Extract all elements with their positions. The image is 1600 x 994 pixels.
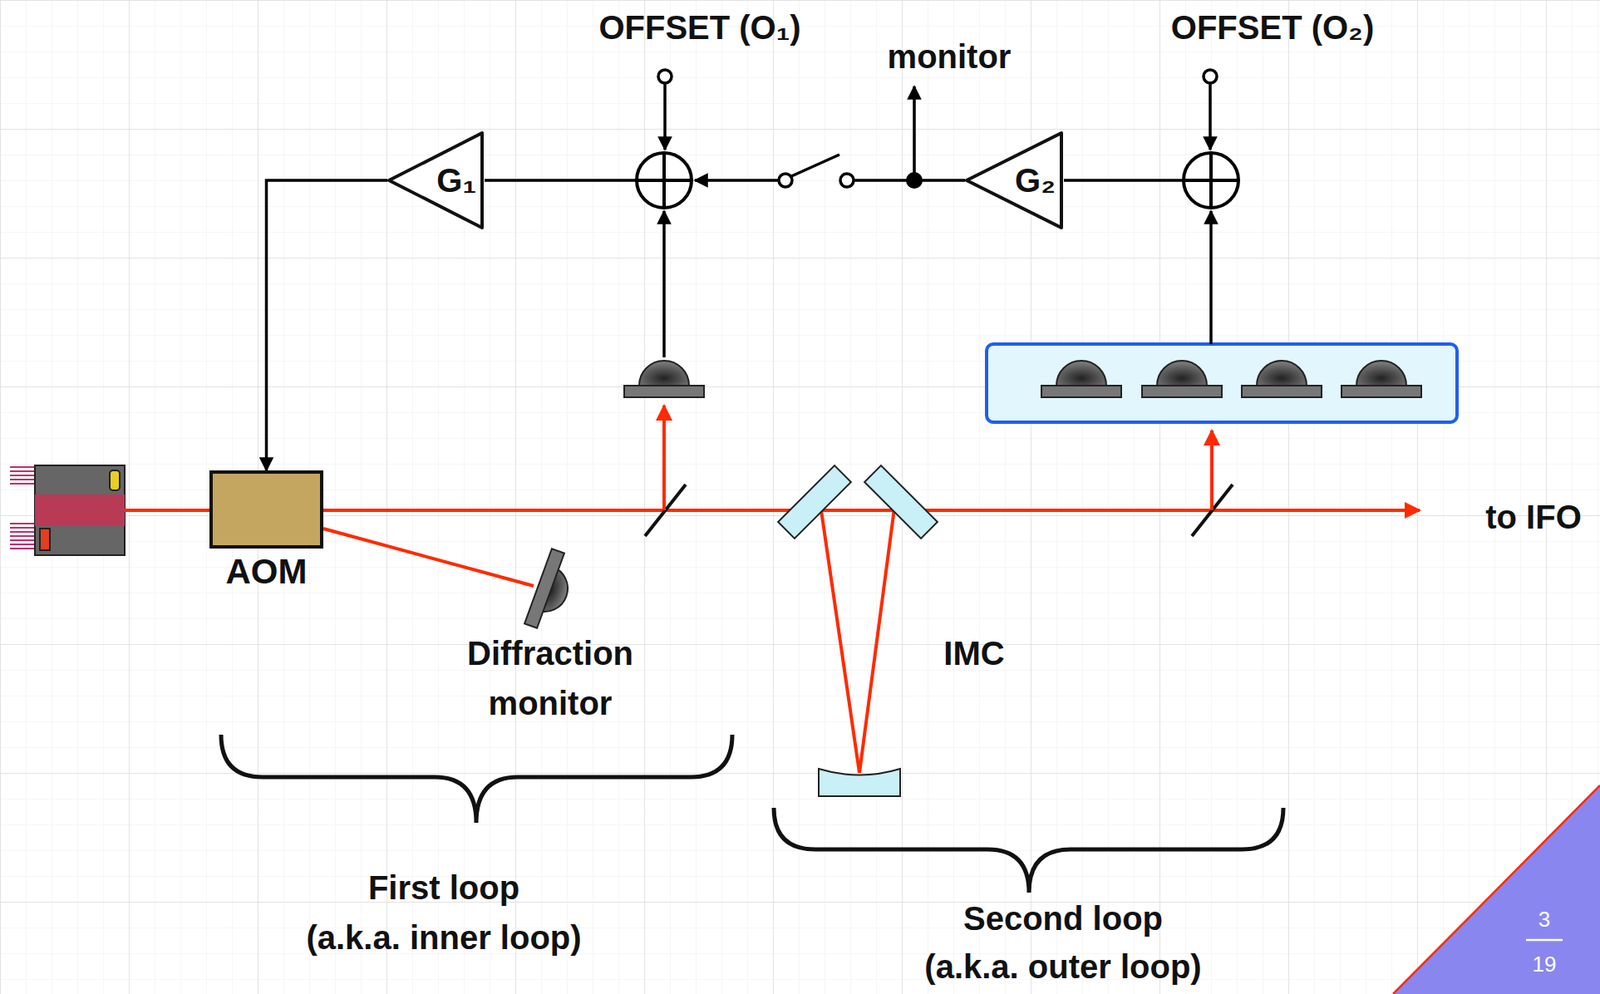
annotation-label: Diffraction monitor bbox=[425, 628, 675, 729]
switch bbox=[778, 154, 854, 188]
signal-wire bbox=[1209, 211, 1213, 345]
fraction-bar bbox=[1526, 939, 1563, 942]
gain-label: G₂ bbox=[1014, 162, 1064, 200]
diffracted-beam bbox=[323, 528, 534, 586]
gain-amplifier: G₁ bbox=[387, 130, 485, 231]
node-label: AOM bbox=[226, 551, 308, 592]
photodiode bbox=[624, 360, 704, 398]
annotation-label: to IFO bbox=[1485, 492, 1582, 542]
signal-wire bbox=[484, 86, 1184, 181]
annotation-label: (a.k.a. outer loop) bbox=[924, 941, 1202, 992]
annotation-label: OFFSET (O₂) bbox=[1171, 2, 1374, 53]
aom-modulator: AOM bbox=[209, 470, 324, 549]
pickoff-beam bbox=[1210, 430, 1214, 511]
imc-cavity bbox=[777, 465, 938, 797]
annotation-label: Second loop bbox=[963, 893, 1163, 944]
aom-box bbox=[209, 470, 324, 549]
gain-label: G₁ bbox=[436, 162, 485, 200]
summing-junction bbox=[636, 152, 1239, 208]
offset-input bbox=[658, 69, 1217, 150]
page-number: 3 bbox=[1538, 903, 1551, 936]
bracket bbox=[221, 734, 733, 823]
annotation-label: OFFSET (O₁) bbox=[598, 2, 801, 53]
photodiode-array bbox=[986, 344, 1458, 423]
photodiodes bbox=[1041, 360, 1422, 398]
annotation-label: (a.k.a. inner loop) bbox=[305, 912, 581, 963]
page-corner bbox=[1393, 785, 1600, 994]
diffraction-photodiode bbox=[524, 548, 581, 635]
junction-dot bbox=[905, 172, 923, 189]
gain-amplifier: G₂ bbox=[964, 130, 1064, 231]
signal-wire bbox=[662, 211, 666, 358]
control-wire bbox=[266, 180, 389, 471]
page-number: 19 bbox=[1532, 948, 1557, 981]
laser-source bbox=[9, 465, 125, 556]
pickoff-beam bbox=[662, 405, 666, 511]
page-corner-edge bbox=[1393, 785, 1600, 994]
annotation-label: IMC bbox=[943, 628, 1005, 679]
bracket bbox=[773, 807, 1284, 893]
annotation-label: monitor bbox=[887, 31, 1012, 82]
annotation-label: First loop bbox=[368, 862, 520, 913]
